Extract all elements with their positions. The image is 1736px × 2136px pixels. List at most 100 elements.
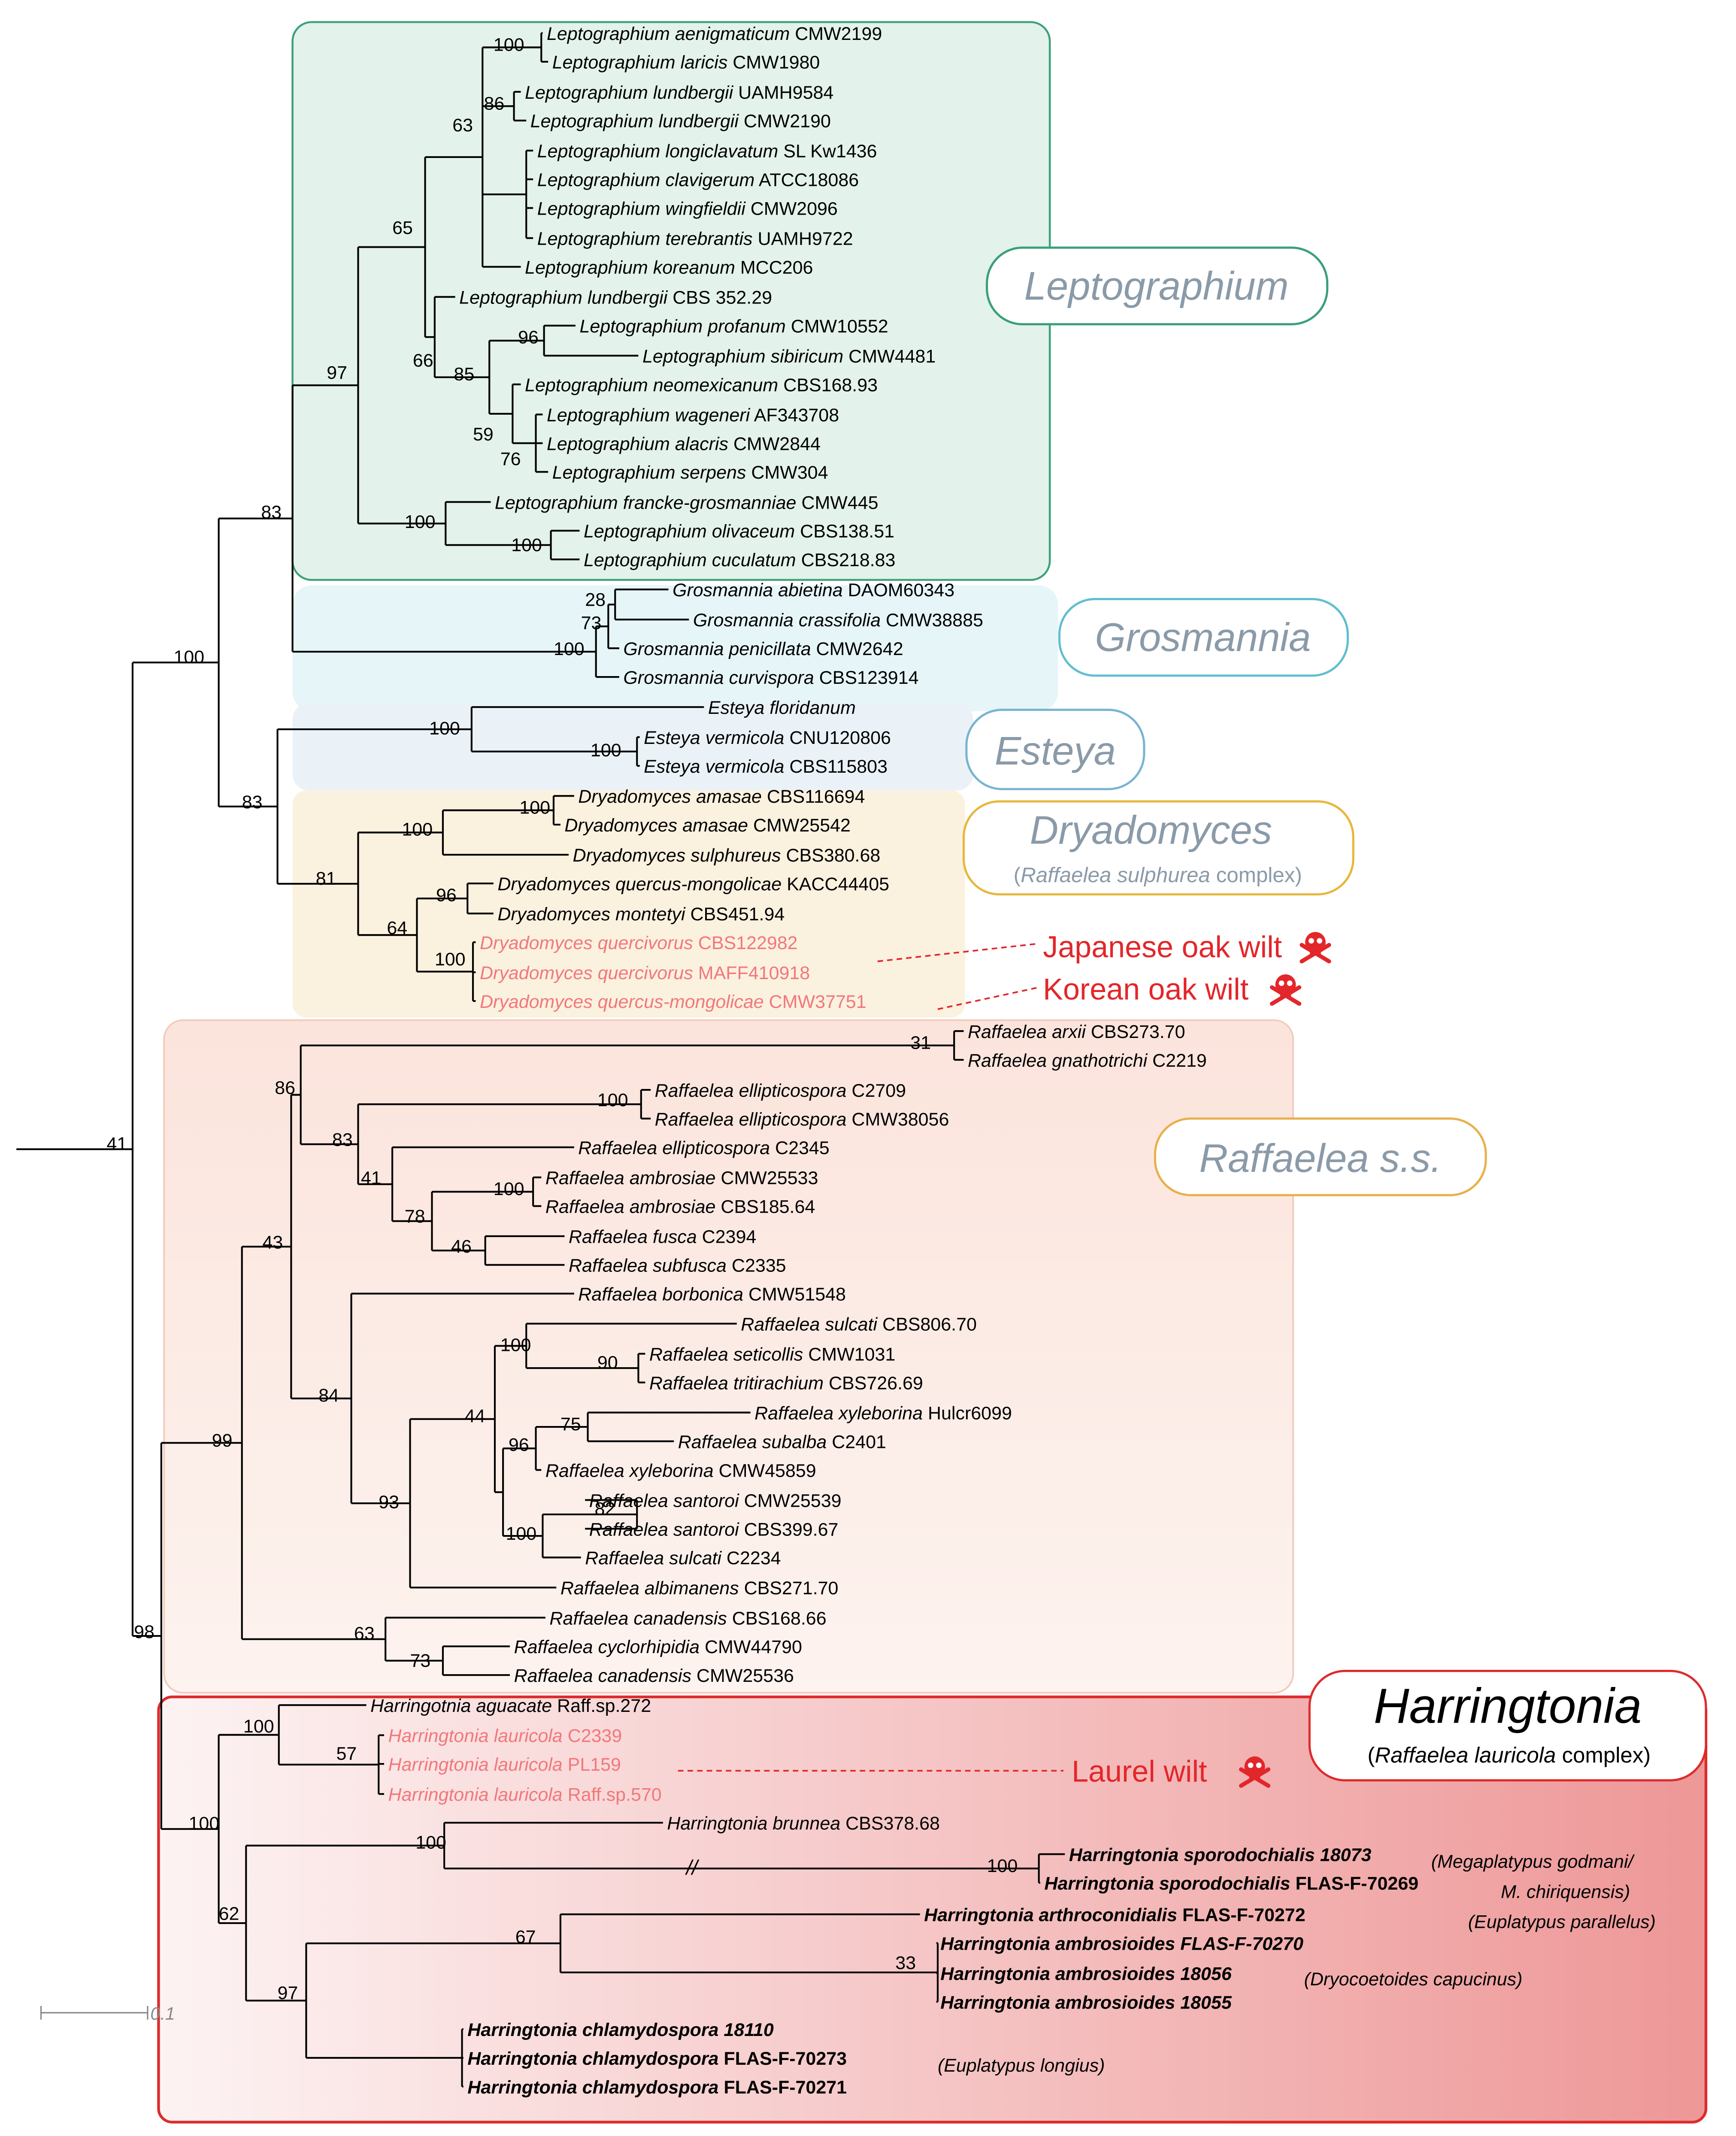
bootstrap-value: 97 (327, 363, 347, 383)
taxon-label: Grosmannia crassifolia CMW38885 (693, 610, 983, 631)
bootstrap-value: 100 (506, 1523, 536, 1544)
taxon-label: Leptographium olivaceum CBS138.51 (584, 521, 894, 542)
clade-box-esteya (292, 703, 973, 791)
strain-id: FLAS-F-70270 (1175, 1933, 1303, 1954)
taxon-label: Raffaelea canadensis CBS168.66 (549, 1608, 826, 1629)
host-note: (Megaplatypus godmani/ (1431, 1851, 1635, 1872)
bootstrap-value: 63 (452, 115, 473, 136)
taxon-label: Leptographium aenigmaticum CMW2199 (547, 24, 882, 44)
taxon-name: Raffaelea subalba (678, 1432, 827, 1452)
taxon-name: Raffaelea arxii (968, 1022, 1086, 1042)
bootstrap-value: 97 (278, 1983, 298, 2003)
taxon-label: Raffaelea seticollis CMW1031 (649, 1344, 895, 1365)
host-note: (Dryocoetoides capucinus) (1304, 1969, 1523, 1990)
disease-label: Korean oak wilt (1043, 973, 1248, 1006)
taxon-label: Harringtonia ambrosioides 18056 (940, 1963, 1232, 1984)
strain-id: C2339 (563, 1726, 622, 1746)
taxon-name: Leptographium sibiricum (642, 346, 843, 367)
taxon-name: Dryadomyces montetyi (497, 904, 686, 925)
taxon-label: Leptographium alacris CMW2844 (547, 434, 821, 454)
taxon-name: Raffaelea cyclorhipidia (514, 1637, 700, 1657)
strain-id: UAMH9584 (733, 82, 833, 103)
strain-id: ATCC18086 (754, 170, 859, 191)
scale-bar: 0.1 (40, 2004, 175, 2024)
taxon-name: Harringtonia lauricola (388, 1784, 563, 1805)
bootstrap-value: 96 (509, 1435, 529, 1455)
clade-label-leptographium: Leptographium (1024, 264, 1288, 308)
taxon-name: Raffaelea ambrosiae (545, 1197, 716, 1217)
taxon-name: Raffaelea ellipticospora (578, 1138, 770, 1159)
taxon-name: Harringtonia chlamydospora (467, 2020, 718, 2040)
strain-id: CMW2190 (739, 111, 831, 132)
taxon-label: Dryadomyces quercus-mongolicae KACC44405 (497, 874, 889, 895)
taxon-name: Grosmannia curvispora (623, 668, 814, 688)
taxon-label: Raffaelea sulcati CBS806.70 (741, 1314, 977, 1335)
taxon-name: Raffaelea fusca (569, 1227, 697, 1247)
taxon-name: Grosmannia abietina (673, 580, 843, 601)
strain-id: CMW51548 (743, 1284, 846, 1305)
clade-box-harringtonia (157, 1695, 1708, 2124)
bootstrap-value: 100 (494, 1179, 524, 1199)
strain-id: CBS806.70 (877, 1314, 977, 1335)
strain-id: CBS185.64 (715, 1197, 815, 1217)
branch-break-mark: // (685, 1857, 700, 1879)
bootstrap-value: 100 (519, 798, 550, 818)
skull-crossbones-icon (1300, 932, 1331, 964)
taxon-label: Leptographium terebrantis UAMH9722 (537, 229, 853, 249)
strain-id: CMW37751 (764, 992, 866, 1012)
strain-id: CMW2096 (745, 199, 838, 219)
taxon-name: Harringtonia lauricola (388, 1726, 563, 1746)
taxon-name: Harringtonia chlamydospora (467, 2077, 718, 2098)
clade-label-harringtonia: Harringtonia (1374, 1679, 1642, 1734)
taxon-label: Esteya vermicola CBS115803 (644, 756, 888, 777)
taxon-name: Esteya vermicola (644, 728, 784, 748)
taxon-name: Leptographium wageneri (547, 405, 751, 425)
strain-id: CMW2199 (790, 24, 882, 44)
taxon-label: Harringtonia lauricola Raff.sp.570 (388, 1784, 662, 1805)
taxon-name: Harringtonia chlamydospora (467, 2048, 718, 2069)
bootstrap-value: 86 (275, 1078, 295, 1098)
strain-id: FLAS-F-70271 (718, 2077, 847, 2098)
taxon-label: Leptographium neomexicanum CBS168.93 (525, 375, 878, 395)
taxon-name: Leptographium terebrantis (537, 229, 753, 249)
strain-id: CBS271.70 (739, 1578, 839, 1599)
strain-id: C2345 (770, 1138, 830, 1159)
taxon-name: Leptographium lundbergii (530, 111, 739, 132)
strain-id: FLAS-F-70273 (718, 2048, 847, 2069)
strain-id: CBS122982 (693, 933, 798, 953)
skull-crossbones-icon (1269, 974, 1302, 1006)
taxon-name: Raffaelea subfusca (569, 1256, 727, 1276)
taxon-label: Harringtonia chlamydospora 18110 (467, 2020, 774, 2040)
taxon-name: Dryadomyces quercivorus (480, 933, 693, 953)
taxon-label: Raffaelea santoroi CBS399.67 (589, 1519, 839, 1540)
clade-label-box-leptographium (986, 246, 1329, 325)
clade-label-box-dryadomyces (962, 800, 1354, 896)
taxon-label: Raffaelea gnathotrichi C2219 (968, 1050, 1207, 1071)
taxon-label: Harringtonia arthroconidialis FLAS-F-702… (924, 1905, 1306, 1925)
bootstrap-value: 33 (895, 1953, 916, 1973)
host-note: M. chiriquensis) (1501, 1881, 1630, 1902)
taxon-name: Leptographium laricis (552, 52, 728, 73)
taxon-name: Raffaelea santoroi (589, 1519, 739, 1540)
taxon-name: Leptographium alacris (547, 434, 728, 454)
taxon-label: Dryadomyces sulphureus CBS380.68 (573, 845, 881, 866)
taxon-label: Raffaelea arxii CBS273.70 (968, 1022, 1185, 1042)
taxon-name: Leptographium olivaceum (584, 521, 795, 542)
sublabel-part: Raffaelea lauricola (1375, 1743, 1556, 1767)
taxon-name: Grosmannia crassifolia (693, 610, 881, 631)
disease-link (877, 943, 1039, 962)
taxon-name: Harringtonia ambrosioides (940, 1963, 1175, 1984)
taxon-name: Dryadomyces amasae (578, 786, 762, 807)
strain-id: CBS380.68 (781, 845, 881, 866)
clade-label-grosmannia: Grosmannia (1095, 615, 1311, 660)
taxon-label: Raffaelea ambrosiae CBS185.64 (545, 1197, 815, 1217)
bootstrap-value: 82 (594, 1499, 615, 1520)
strain-id: CMW38056 (846, 1109, 949, 1130)
sublabel-part: complex) (1210, 863, 1302, 887)
bootstrap-value: 46 (451, 1236, 472, 1257)
strain-id: CMW10552 (786, 316, 888, 337)
taxon-name: Leptographium cuculatum (584, 550, 796, 570)
taxon-label: Raffaelea ellipticospora C2709 (655, 1080, 906, 1101)
taxon-label: Harringtonia ambrosioides 18055 (940, 1992, 1232, 2013)
taxon-name: Esteya vermicola (644, 756, 784, 777)
